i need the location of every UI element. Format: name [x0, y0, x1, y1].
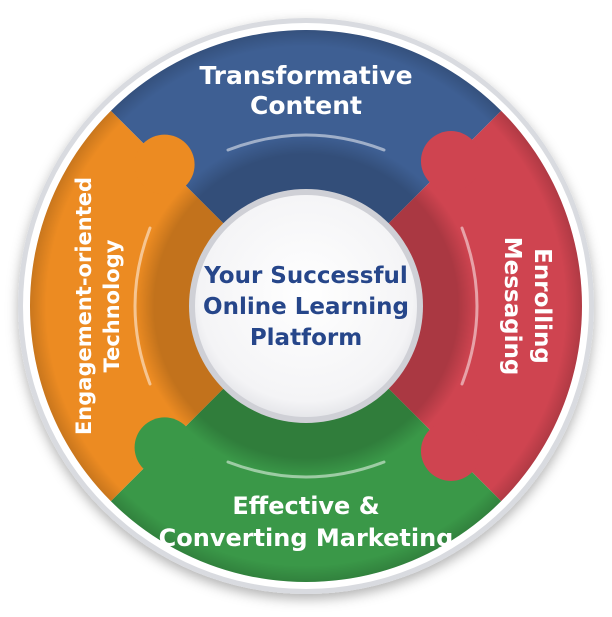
center-title-line-3: Platform — [250, 325, 362, 351]
right-highlight-arc — [460, 226, 479, 386]
center-title-line-2: Online Learning — [203, 294, 409, 320]
right-label-line-1: Enrolling — [529, 248, 555, 364]
center-title-line-1: Your Successful — [203, 263, 408, 289]
top-highlight-arc — [226, 133, 386, 152]
top-label-line-2: Content — [250, 91, 362, 120]
left-highlight-arc — [133, 226, 152, 386]
right-label-line-2: Messaging — [499, 237, 525, 376]
bottom-label-line-2: Converting Marketing — [159, 524, 454, 552]
center-title: Your Successful Online Learning Platform — [203, 263, 409, 351]
bottom-label-line-1: Effective & — [232, 492, 379, 520]
top-label-line-1: Transformative — [199, 61, 412, 90]
center-disc — [195, 195, 417, 417]
left-label-line-2: Technology — [100, 239, 124, 372]
bottom-highlight-arc — [226, 460, 386, 479]
left-label-line-1: Engagement-oriented — [72, 177, 96, 435]
